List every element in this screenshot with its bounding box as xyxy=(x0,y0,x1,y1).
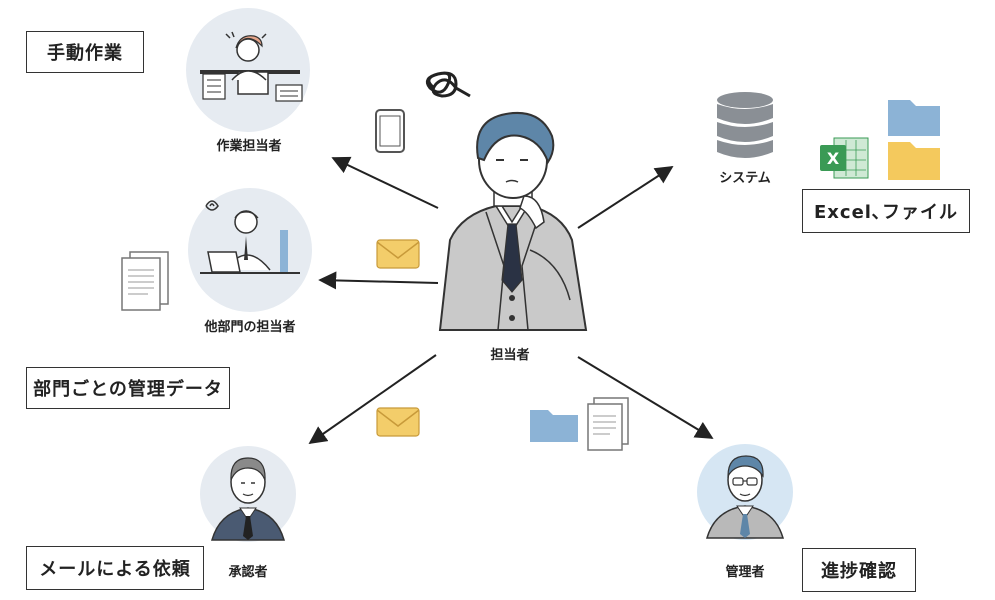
arrow-to-system xyxy=(577,166,674,229)
mail-request-box: メールによる依頼 xyxy=(26,546,204,590)
folder-icon xyxy=(530,410,578,442)
database-icon xyxy=(717,92,773,158)
manager-illustration xyxy=(697,444,793,540)
tablet-icon xyxy=(375,109,405,153)
worker-illustration xyxy=(186,8,310,132)
worker-label: 作業担当者 xyxy=(216,139,282,154)
excel-badge-letter: X xyxy=(826,148,840,168)
progress-check-box: 進捗確認 xyxy=(802,548,916,592)
arrow-to-manager xyxy=(577,356,714,439)
envelope-icon xyxy=(376,239,420,269)
other-dept-illustration xyxy=(188,188,312,312)
center-person-label: 担当者 xyxy=(490,348,530,363)
excel-file-box: Excel､ファイル xyxy=(802,189,970,233)
arrow-to-approver xyxy=(308,354,437,445)
other-dept-label: 他部門の担当者 xyxy=(204,320,296,335)
arrow-to-other-dept xyxy=(318,271,439,290)
documents-icon xyxy=(587,397,629,451)
arrow-to-worker xyxy=(331,156,439,209)
excel-icon xyxy=(820,137,869,179)
dept-data-box: 部門ごとの管理データ xyxy=(26,367,230,409)
envelope-icon xyxy=(376,407,420,437)
approver-illustration xyxy=(200,446,296,542)
system-label: システム xyxy=(719,171,771,186)
documents-icon xyxy=(121,251,169,311)
center-person-illustration xyxy=(425,71,588,331)
manager-label: 管理者 xyxy=(725,565,765,580)
folder-icon xyxy=(888,100,940,136)
manual-work-box: 手動作業 xyxy=(26,31,144,73)
approver-label: 承認者 xyxy=(228,565,268,580)
folder-icon xyxy=(888,142,940,180)
